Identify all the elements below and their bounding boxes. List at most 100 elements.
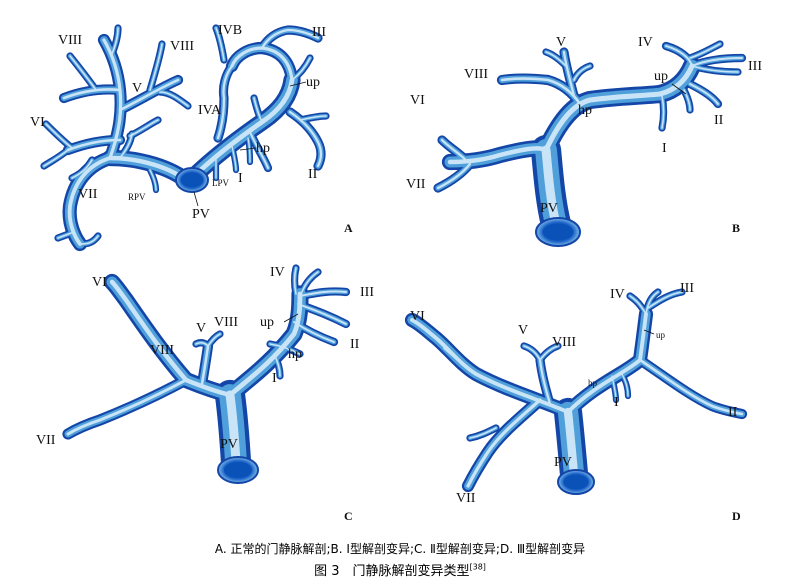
vessel-branch-layer-2	[611, 375, 617, 401]
vessel-branch-layer-2	[69, 55, 97, 91]
vessel-branch-layer-2	[691, 57, 743, 67]
panel-a-label-lpv: LPV	[212, 178, 230, 188]
vessel-branch-layer-2	[447, 146, 549, 165]
vessel-branch-layer-2	[207, 333, 221, 347]
figure-reference: [38]	[469, 562, 486, 572]
figure-title: 图 3 门静脉解剖变异类型	[314, 564, 470, 579]
panel-b-label-iii: III	[748, 59, 762, 74]
panel-a-label-hp: hp	[256, 141, 270, 156]
panel-b-label-vii: VII	[406, 177, 426, 192]
panel-a: VIII VIII IVB III up V IVA VI hp VII RPV…	[30, 23, 353, 252]
vessel-branch-layer-2	[689, 43, 721, 59]
vessel-branch-layer-2	[466, 398, 542, 488]
panel-d-vessel-tree	[404, 288, 748, 493]
vessel-branch-layer-2	[273, 353, 281, 377]
panel-d-label-iv: IV	[610, 287, 625, 302]
panel-b-vessel-tree	[433, 40, 747, 240]
panel-c-label-iv: IV	[270, 265, 285, 280]
vessel-branch-layer-2	[159, 91, 189, 107]
panel-c-label-viii-left: VIII	[150, 343, 174, 358]
panel-c-label-v: V	[196, 321, 206, 336]
vessel-branch-layer-2	[247, 137, 251, 163]
vessel-branch-layer-2	[293, 321, 335, 343]
vessel-branch-layer-2	[661, 95, 665, 129]
vessel-branch-layer-2	[523, 345, 541, 361]
vessel-branch-layer-2	[638, 358, 744, 416]
vessel-branch-layer-2	[440, 138, 470, 164]
panel-b-label-iv: IV	[638, 35, 653, 50]
panel-a-label-ivb: IVB	[218, 23, 242, 38]
vessel-branch-layer-2	[43, 149, 69, 167]
pv-lumen-inner	[542, 223, 574, 241]
vessel-branch-layer-2	[683, 89, 691, 111]
panel-d-letter: D	[732, 509, 741, 523]
panel-a-label-ii: II	[308, 167, 318, 182]
panel-d: IV III VI up V VIII hp I II PV VII D	[404, 281, 748, 523]
vessel-branch-layer-2	[545, 51, 567, 67]
panel-d-label-iii: III	[680, 281, 694, 296]
vessel-branch-layer-2	[689, 83, 719, 105]
vessel-branch-layer-2	[225, 390, 241, 467]
figure-caption: 图 3 门静脉解剖变异类型[38]	[0, 560, 800, 579]
panel-b-label-vi: VI	[410, 93, 425, 108]
vessel-branch-layer-2	[227, 291, 303, 398]
vessel-branch-layer-2	[293, 267, 297, 295]
panel-c-label-i: I	[272, 371, 277, 386]
vessel-branch-layer-2	[149, 169, 157, 191]
vessel-branch-layer-2	[621, 373, 629, 397]
vessel-branch-layer-2	[665, 45, 693, 67]
pv-lumen-inner	[180, 172, 204, 188]
vessel-branch-layer-2	[66, 378, 188, 436]
pv-lumen-inner	[563, 474, 589, 490]
panel-d-label-vi: VI	[410, 309, 425, 324]
figure-subcaption: A. 正常的门静脉解剖;B. Ⅰ型解剖变异;C. Ⅱ型解剖变异;D. Ⅲ型解剖变…	[214, 542, 586, 556]
panel-a-label-iii: III	[312, 25, 326, 40]
panel-b-label-up: up	[654, 69, 668, 84]
vessel-branch-layer-2	[62, 88, 122, 100]
vessel-branch-layer-2	[539, 345, 559, 361]
panel-a-pv-leader	[193, 191, 199, 207]
panel-c-pv-trunk	[217, 456, 259, 484]
panel-c-up-leader	[283, 313, 299, 323]
vessel-branch-layer-2	[111, 27, 119, 55]
panel-d-label-v: V	[518, 323, 528, 338]
panel-b-letter: B	[732, 221, 740, 235]
vessel-branch-layer-2	[200, 344, 210, 386]
vessel-branch-layer-2	[231, 145, 237, 171]
portal-vein-variation-figure: VIII VIII IVB III up V IVA VI hp VII RPV…	[30, 23, 762, 523]
panel-a-letter: A	[344, 221, 353, 235]
panel-c-label-vii: VII	[36, 433, 56, 448]
vessel-branch-layer-2	[113, 281, 123, 297]
panel-d-pv-trunk	[557, 469, 595, 495]
vessel-branch-layer-2	[469, 427, 497, 439]
panel-a-label-i: I	[238, 171, 243, 186]
panel-c-label-iii: III	[360, 285, 374, 300]
vessel-branch-layer-2	[443, 347, 471, 371]
panel-b-label-pv: PV	[540, 201, 558, 216]
vessel-branch-layer-2	[79, 235, 99, 245]
vessel-branch-layer-2	[260, 28, 320, 50]
vessel-branch-layer-2	[691, 65, 739, 73]
vessel-branch-layer-2	[299, 115, 327, 121]
panel-a-label-viii-mid: VIII	[170, 39, 194, 54]
panel-a-label-v: V	[132, 81, 142, 96]
panel-a-label-rpv: RPV	[128, 192, 146, 202]
vessel-branch-layer-2	[215, 27, 225, 61]
vessel-branch-layer-2	[249, 131, 269, 169]
vessel-branch-layer-2	[118, 78, 180, 112]
panel-a-pv-trunk	[175, 167, 209, 193]
panel-a-label-vii: VII	[78, 187, 98, 202]
panel-c-label-viii-top: VIII	[214, 315, 238, 330]
panel-b: V IV III VIII up VI hp II I VII PV B	[406, 35, 762, 247]
panel-d-label-ii: II	[728, 405, 738, 420]
vessel-branch-layer-2	[645, 291, 659, 315]
panel-b-label-i: I	[662, 141, 667, 156]
panel-c-label-up: up	[260, 315, 274, 330]
vessel-branch-layer-2	[573, 65, 591, 81]
vessel-branch-layer-2	[57, 231, 75, 239]
panel-d-up-leader	[643, 329, 655, 335]
panel-d-label-up: up	[656, 330, 666, 340]
panel-b-pv-trunk	[535, 217, 581, 247]
panel-b-up-leader	[671, 83, 687, 95]
vessel-branch-layer-2	[71, 159, 93, 179]
